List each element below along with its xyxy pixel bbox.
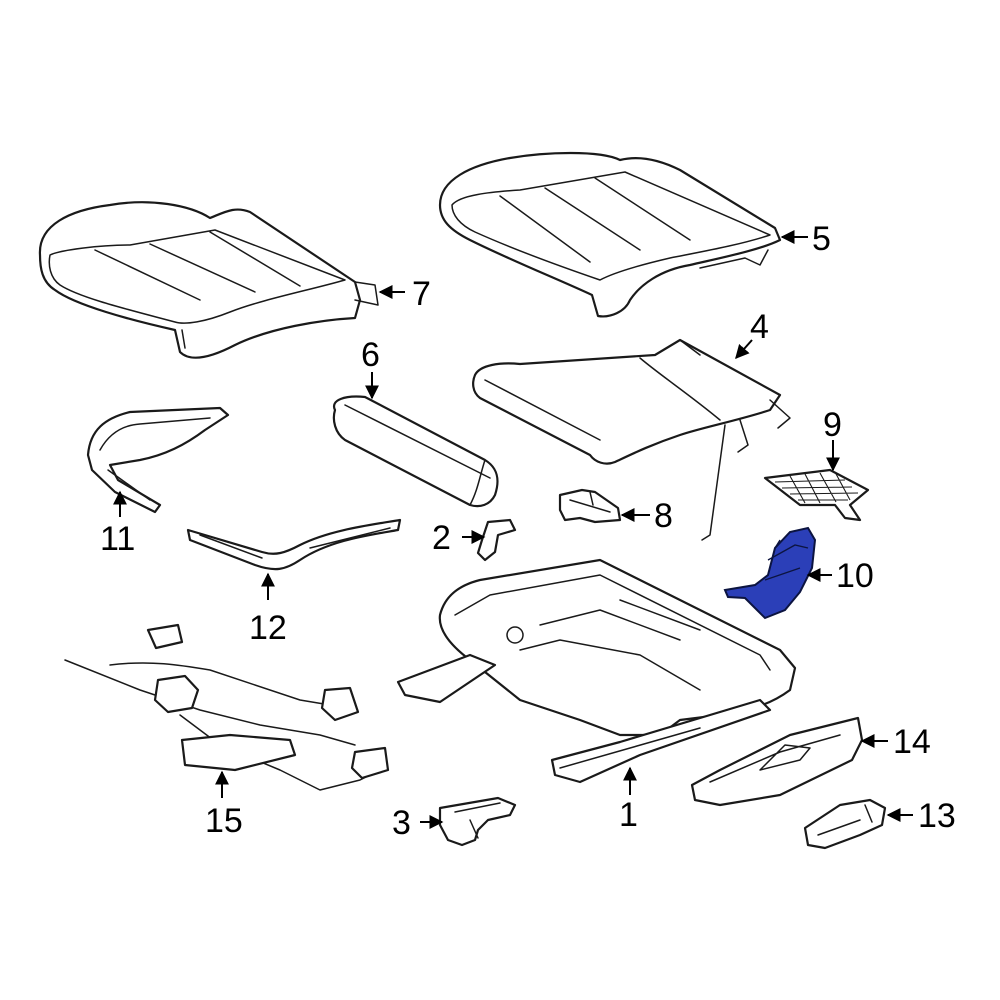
- callout-leaders: [113, 230, 913, 829]
- callout-13: 13: [918, 797, 956, 835]
- part-12-wire-strip[interactable]: [186, 518, 402, 571]
- callout-labels: 1 2 3 4 5 6 7 8 9 10 11 12 13 14 15: [100, 220, 956, 842]
- callout-4: 4: [750, 308, 769, 346]
- callout-11: 11: [100, 520, 135, 558]
- part-5-cushion-cover[interactable]: [438, 151, 782, 318]
- part-8-bracket[interactable]: [558, 488, 622, 524]
- part-4-cushion-pad[interactable]: [472, 338, 791, 541]
- callout-6: 6: [361, 336, 380, 374]
- callout-3: 3: [392, 804, 411, 842]
- part-9-heater-element[interactable]: [763, 468, 870, 522]
- callout-9: 9: [823, 406, 842, 444]
- callout-1: 1: [619, 796, 638, 834]
- part-13-knob-cover[interactable]: [803, 798, 887, 850]
- callout-10: 10: [836, 557, 874, 595]
- callout-5: 5: [812, 220, 831, 258]
- part-2-clip[interactable]: [476, 518, 517, 562]
- leader-4: [735, 339, 753, 360]
- callout-7: 7: [412, 275, 431, 313]
- callout-15: 15: [205, 802, 243, 840]
- part-3-cover[interactable]: [438, 796, 517, 847]
- part-11-wire-guide[interactable]: [86, 406, 230, 514]
- callout-14: 14: [893, 723, 931, 761]
- part-14-side-shield[interactable]: [690, 716, 864, 807]
- part-6-foam-pad[interactable]: [332, 395, 499, 508]
- part-1-seat-track[interactable]: [396, 558, 797, 784]
- callout-2: 2: [432, 519, 451, 557]
- part-7-cushion-cover[interactable]: [38, 201, 379, 359]
- callout-8: 8: [654, 497, 673, 535]
- part-10-side-trim-highlighted[interactable]: [723, 526, 817, 620]
- part-15-wiring-harness[interactable]: [64, 623, 390, 791]
- callout-12: 12: [249, 609, 287, 647]
